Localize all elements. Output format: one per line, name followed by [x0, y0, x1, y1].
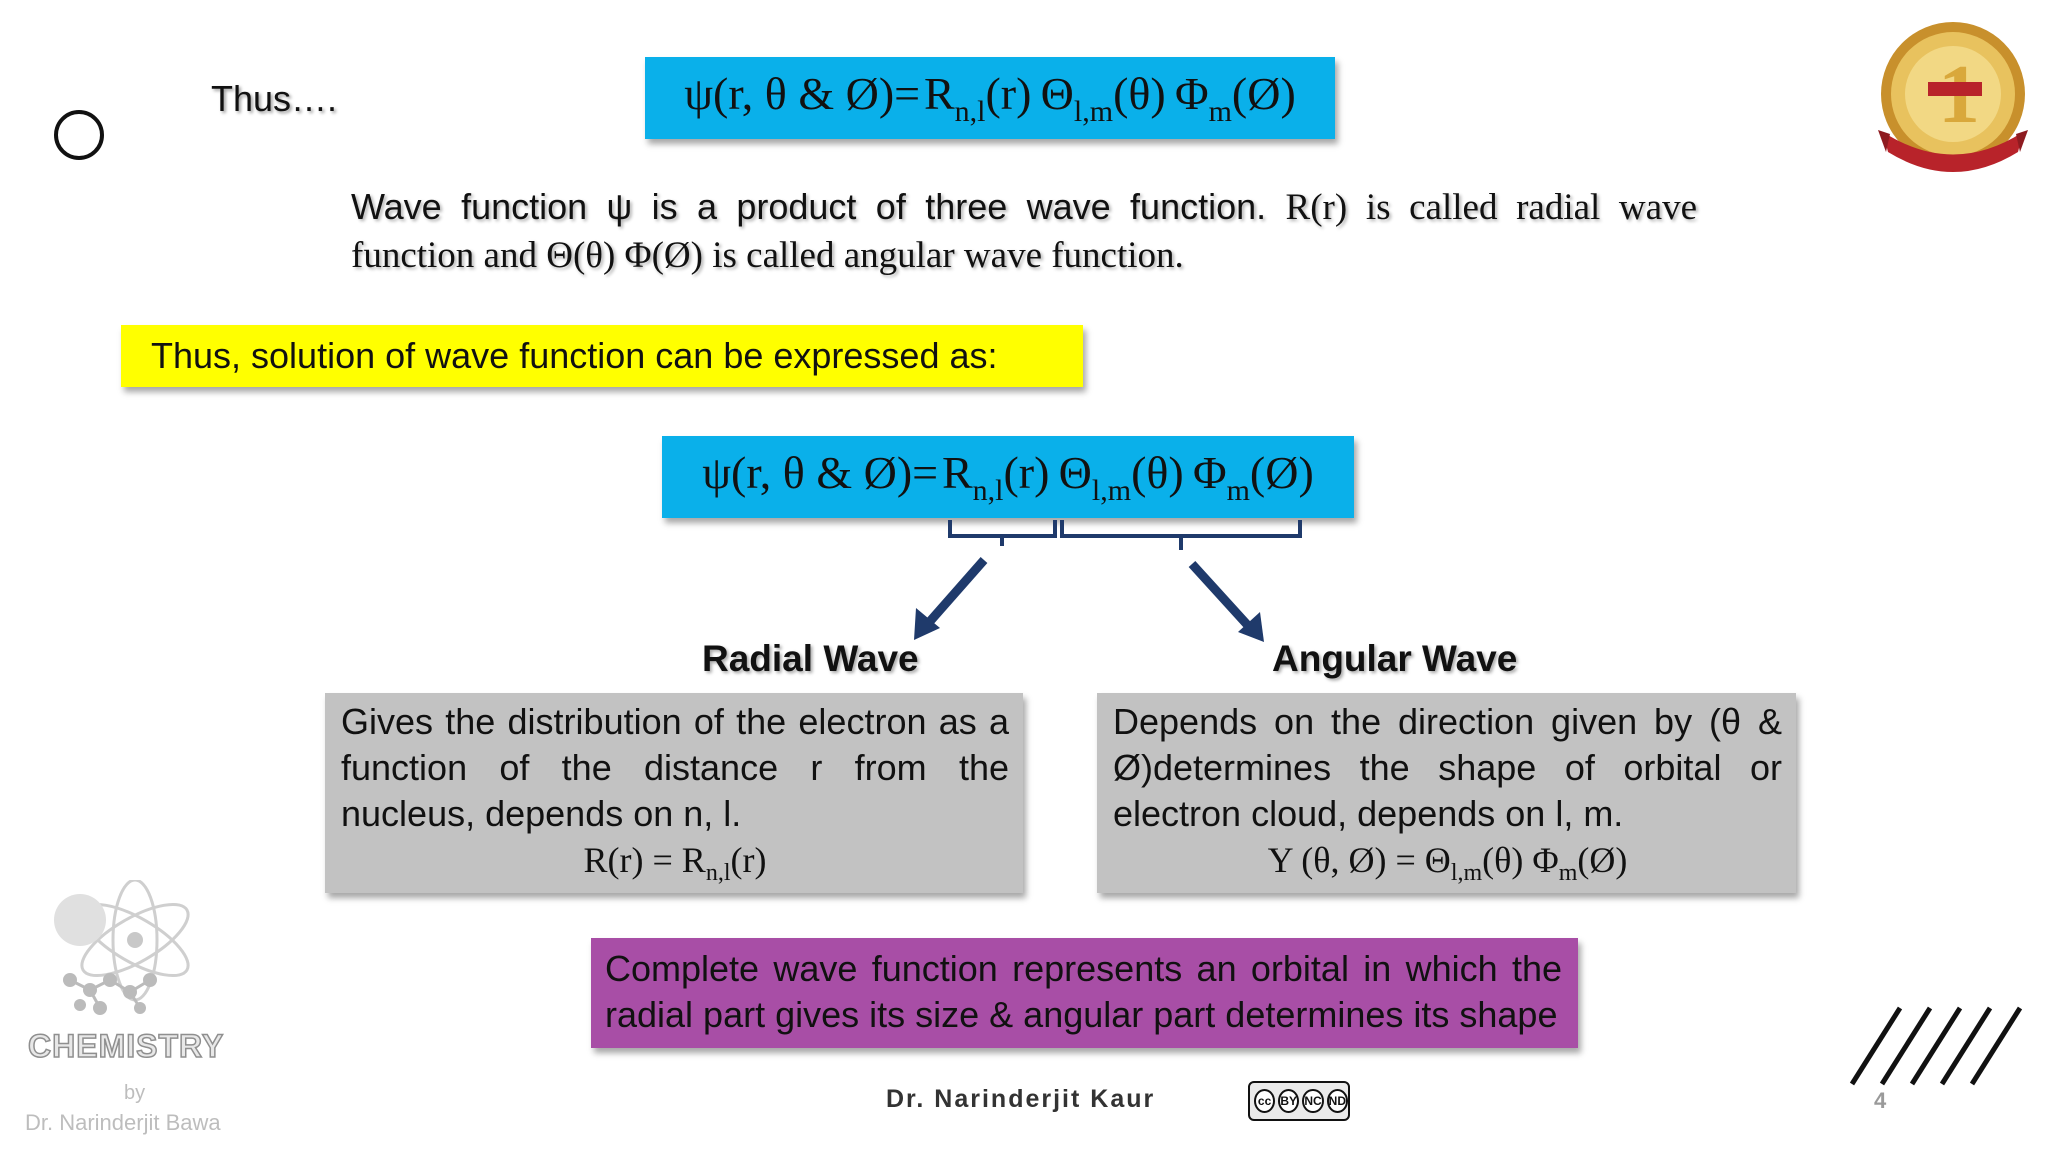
intro-text: Thus….	[211, 78, 338, 119]
explanation-paragraph: Wave function ψ is a product of three wa…	[351, 186, 1697, 276]
angular-arrow-shaft	[1188, 560, 1256, 634]
watermark-name: Dr. Narinderjit Bawa	[25, 1110, 221, 1135]
angular-arrow-head-icon	[1238, 612, 1264, 642]
radial-wave-heading: Radial Wave	[702, 638, 919, 679]
radial-wave-box: Gives the distribution of the electron a…	[325, 693, 1023, 893]
author-footer: Dr. Narinderjit Kaur	[886, 1085, 1156, 1113]
college-seal-logo-icon: 1	[1878, 22, 2028, 172]
bullet-circle-icon	[54, 110, 104, 160]
angular-wave-box: Depends on the direction given by (θ & Ø…	[1097, 693, 1796, 893]
slash-decoration-icon	[1849, 1006, 2023, 1086]
watermark-by: by	[124, 1082, 146, 1104]
summary-text: Complete wave function represents an orb…	[605, 948, 1562, 1035]
page-number: 4	[1874, 1088, 1887, 1113]
cc-by-symbol: BY	[1278, 1089, 1300, 1113]
cc-symbol: cc	[1254, 1089, 1276, 1113]
radial-arrow-head-icon	[914, 608, 940, 640]
equation-text: ψ(r, θ & Ø)= Rn,l(r) Θl,m(θ) Φm(Ø)	[702, 447, 1314, 507]
cc-license-badge-icon: cc BY NC ND	[1248, 1081, 1350, 1121]
equation-box-middle: ψ(r, θ & Ø)= Rn,l(r) Θl,m(θ) Φm(Ø)	[662, 436, 1354, 518]
equation-box-top: ψ(r, θ & Ø)= Rn,l(r) Θl,m(θ) Φm(Ø)	[645, 57, 1335, 139]
cc-nd-symbol: ND	[1326, 1089, 1348, 1113]
angular-wave-heading: Angular Wave	[1272, 638, 1518, 679]
braces-and-arrows	[914, 520, 1302, 642]
cc-nc-symbol: NC	[1302, 1089, 1324, 1113]
summary-box: Complete wave function represents an orb…	[591, 938, 1578, 1048]
equation-text: ψ(r, θ & Ø)= Rn,l(r) Θl,m(θ) Φm(Ø)	[684, 68, 1296, 128]
radial-arrow-shaft	[921, 557, 988, 630]
solution-label: Thus, solution of wave function can be e…	[121, 325, 1083, 387]
angular-wave-formula: Y (θ, Ø) = Θl,m(θ) Φm(Ø)	[1267, 840, 1628, 886]
watermark-title: CHEMISTRY	[27, 1027, 225, 1065]
radial-wave-formula: R(r) = Rn,l(r)	[583, 840, 767, 886]
angular-wave-description: Depends on the direction given by (θ & Ø…	[1113, 701, 1782, 834]
radial-wave-description: Gives the distribution of the electron a…	[341, 701, 1009, 834]
angular-brace	[1060, 520, 1302, 538]
chemistry-watermark-logo-icon	[54, 880, 190, 1015]
radial-brace	[948, 520, 1057, 538]
